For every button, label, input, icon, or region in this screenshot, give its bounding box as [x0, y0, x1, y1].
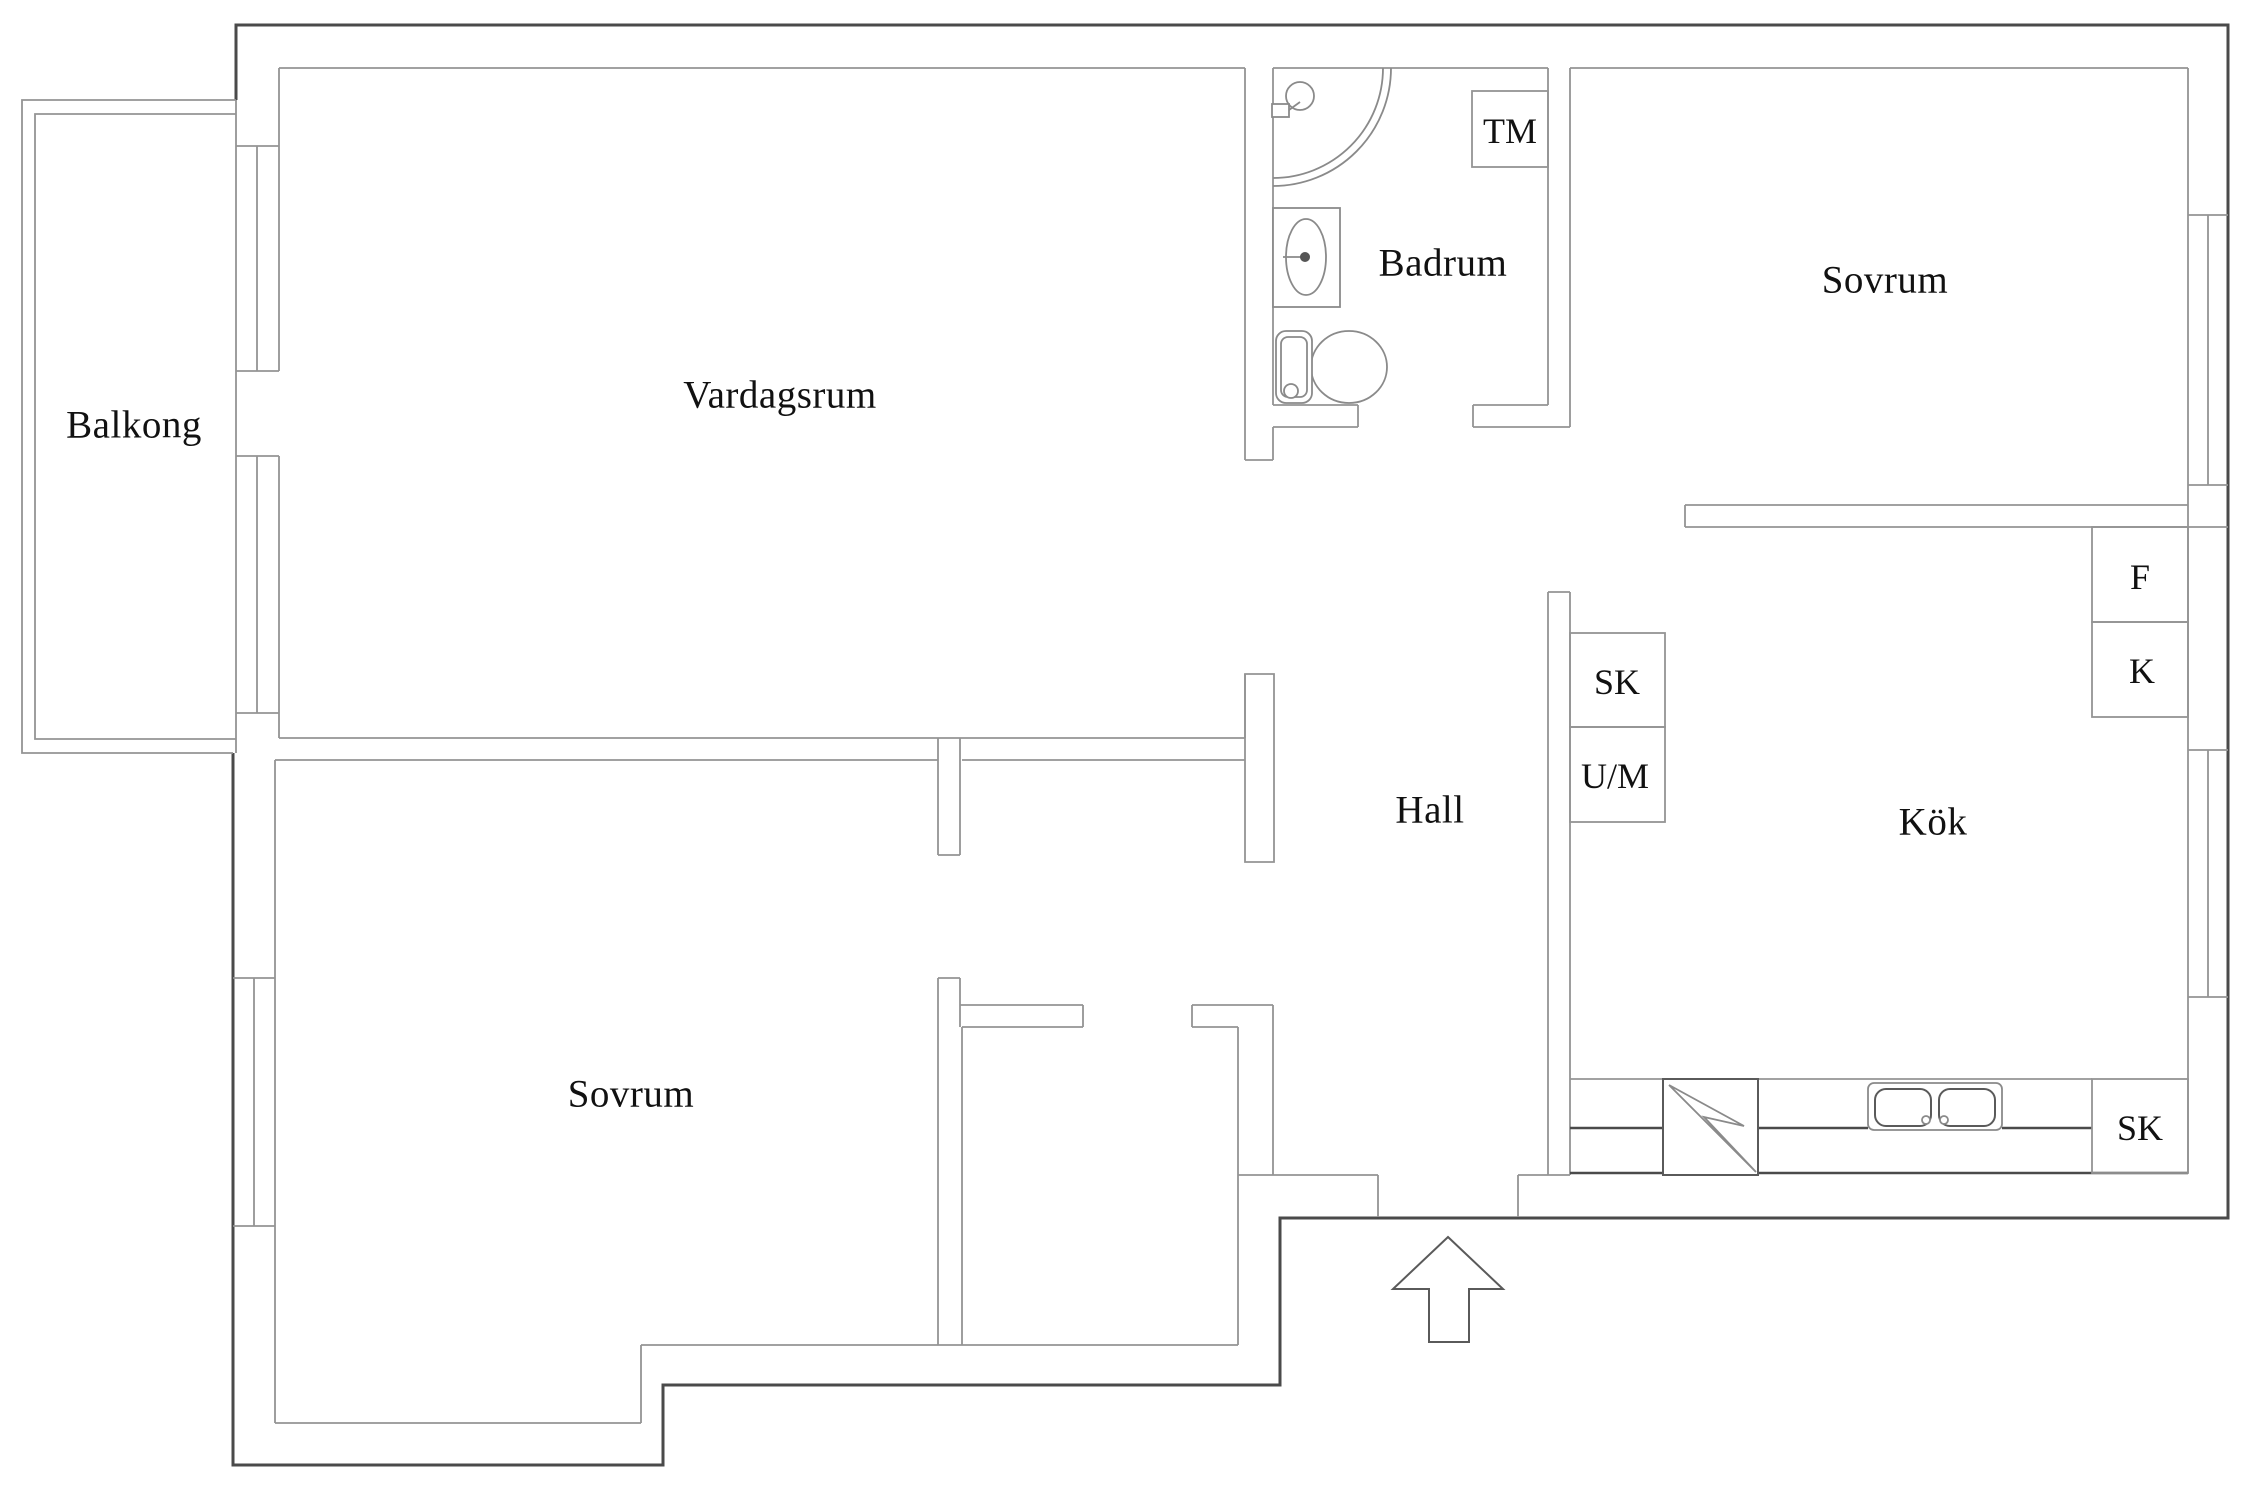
- building-outline: [231, 23, 2230, 1467]
- livingroom-outline: [279, 67, 1246, 739]
- stove-icon: [1662, 1078, 1759, 1176]
- closet-box-sk-kitchen: [2091, 1078, 2189, 1174]
- bathroom-sink-icon: [1272, 207, 1341, 308]
- closet-label-sk-hall: SK: [1594, 662, 1640, 702]
- kitchen-sink-icon: [1867, 1082, 2003, 1131]
- shower-icon: [1272, 67, 1392, 187]
- livingroom-hall-wall-stub: [1244, 673, 1275, 863]
- bathroom-bottom-wall-face: [1245, 405, 1570, 461]
- hall-closet-outline: [960, 1004, 1274, 1345]
- balcony-inner-edge: [34, 113, 236, 740]
- bedroom-left-outline: [274, 738, 1238, 1424]
- closet-box-k: [2091, 621, 2189, 718]
- right-windows: [2188, 214, 2228, 998]
- room-label-vardagsrum: Vardagsrum: [683, 374, 876, 417]
- entrance-arrow-icon: [1390, 1235, 1506, 1343]
- building-outer-wall: [231, 23, 2230, 1467]
- hall-kitchen-wall: [1547, 591, 1571, 1176]
- closet-boxes: [1569, 526, 2189, 1174]
- bedroom-right-outline: [1569, 67, 2228, 1173]
- closet-label-tm: TM: [1483, 111, 1537, 151]
- toilet-icon: [1275, 330, 1388, 404]
- room-label-hall: Hall: [1395, 789, 1464, 832]
- room-label-sovrum-right: Sovrum: [1822, 259, 1949, 302]
- entrance-recess: [1273, 1174, 1548, 1217]
- kitchen-counter: [1570, 1078, 2188, 1176]
- balcony-outer-edge: [21, 99, 236, 754]
- closet-box-um: [1569, 726, 1666, 823]
- closet-label-sk-kitchen: SK: [2117, 1108, 2163, 1148]
- room-label-sovrum-left: Sovrum: [568, 1073, 695, 1116]
- livingroom-window-caps: [236, 145, 279, 714]
- room-label-badrum: Badrum: [1379, 242, 1508, 285]
- bedroom-left-window-caps: [233, 977, 275, 1227]
- closet-label-f: F: [2130, 557, 2150, 597]
- shower-head-icon: [1271, 81, 1315, 118]
- room-label-balkong: Balkong: [66, 404, 202, 447]
- balcony-outline: [21, 99, 236, 754]
- closet-label-um: U/M: [1581, 756, 1649, 796]
- room-label-kok: Kök: [1899, 801, 1968, 844]
- labels: Balkong Vardagsrum Badrum Sovrum Hall Kö…: [66, 111, 2163, 1148]
- washing-machine-box: [1471, 90, 1549, 168]
- closet-label-k: K: [2129, 651, 2155, 691]
- bathroom-fixtures: [1271, 67, 1392, 404]
